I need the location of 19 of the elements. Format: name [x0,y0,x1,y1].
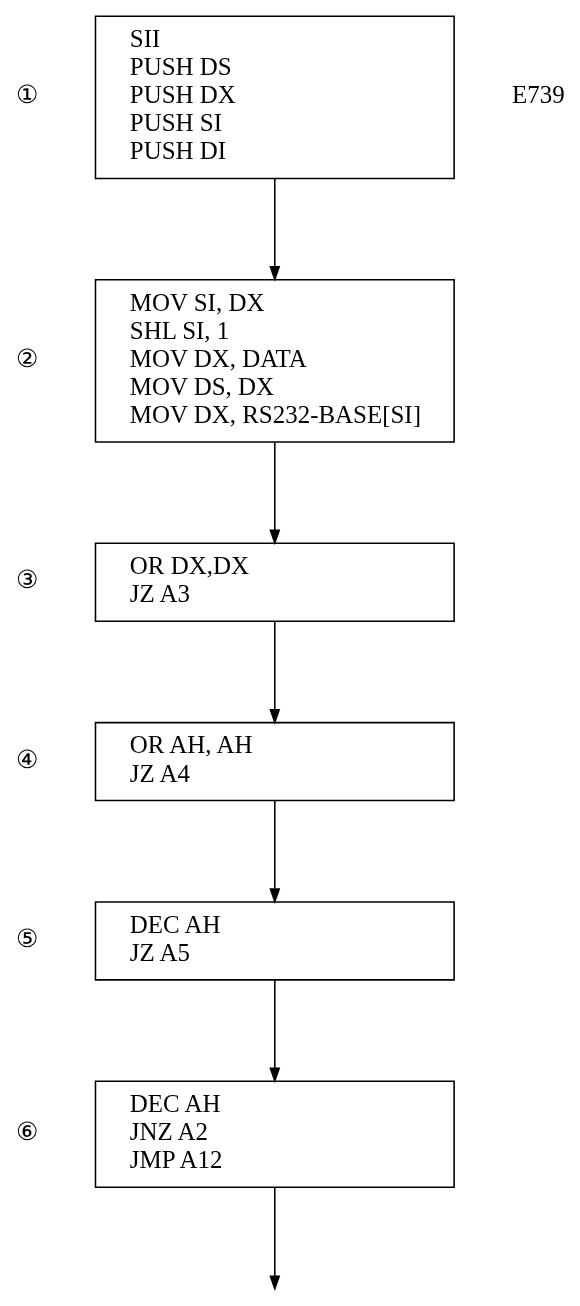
node-label: ① [15,81,38,109]
node-box: SII PUSH DS PUSH DX PUSH SI PUSH DI [94,15,455,180]
node-label: ③ [15,566,38,594]
arrow [269,800,281,904]
node-label: ⑥ [15,1118,38,1146]
arrow [269,441,281,546]
arrow [269,979,281,1084]
arrow [269,1186,281,1291]
node-label: ② [15,344,38,372]
node-box: OR DX,DX JZ A3 [94,542,455,623]
arrow [269,177,281,282]
arrow [269,620,281,725]
node-label: ④ [15,745,38,773]
label: E739 [512,81,565,109]
node-box: DEC AH JZ A5 [94,901,455,981]
node-box: DEC AH JNZ A2 JMP A12 [94,1080,455,1189]
node-label: ⑤ [15,924,38,952]
node-box: MOV SI, DX SHL SI, 1 MOV DX, DATA MOV DS, DX MOV DX, RS232-BASE[SI] [94,279,455,443]
node-box: OR AH, AH JZ A4 [94,721,455,802]
